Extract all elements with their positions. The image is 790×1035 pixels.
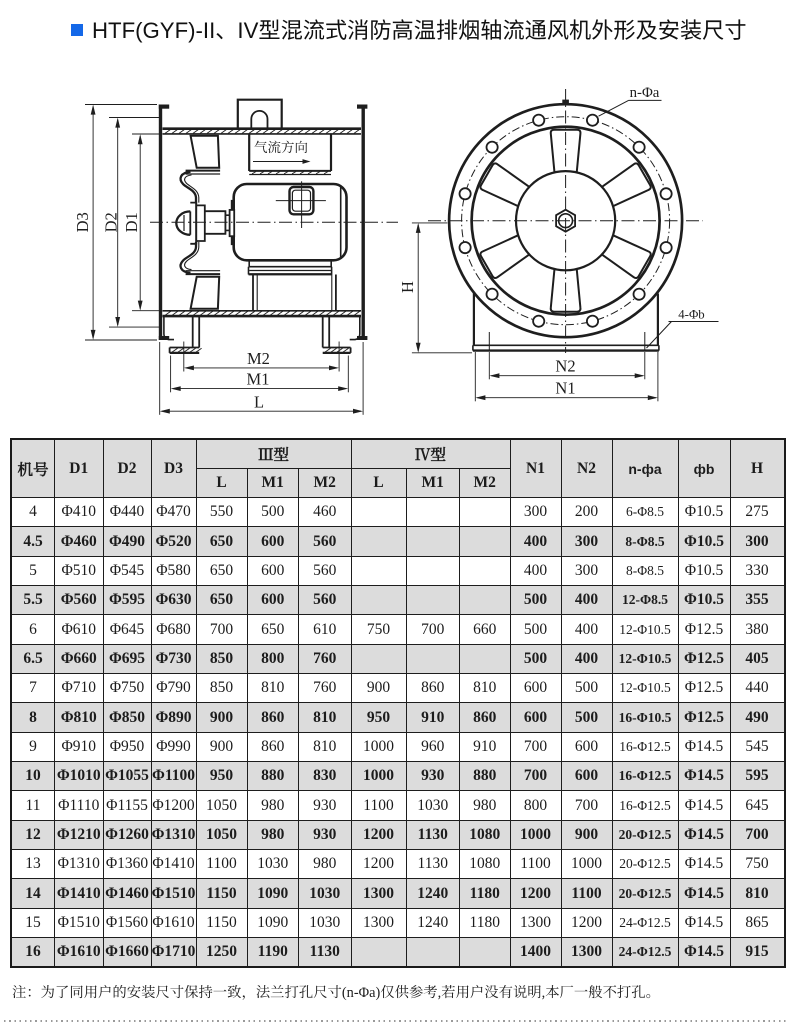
svg-text:M2: M2 <box>247 349 270 368</box>
svg-text:D3: D3 <box>73 212 92 232</box>
svg-text:N2: N2 <box>555 357 575 376</box>
svg-text:D1: D1 <box>122 212 141 232</box>
svg-text:D2: D2 <box>102 212 121 232</box>
svg-text:H: H <box>398 281 417 293</box>
svg-text:M1: M1 <box>247 370 270 389</box>
svg-text:N1: N1 <box>555 379 575 398</box>
svg-text:L: L <box>254 392 264 411</box>
svg-text:4-Φb: 4-Φb <box>678 307 704 321</box>
svg-text:n-Φa: n-Φa <box>630 85 660 101</box>
svg-text:气流方向: 气流方向 <box>254 140 308 155</box>
